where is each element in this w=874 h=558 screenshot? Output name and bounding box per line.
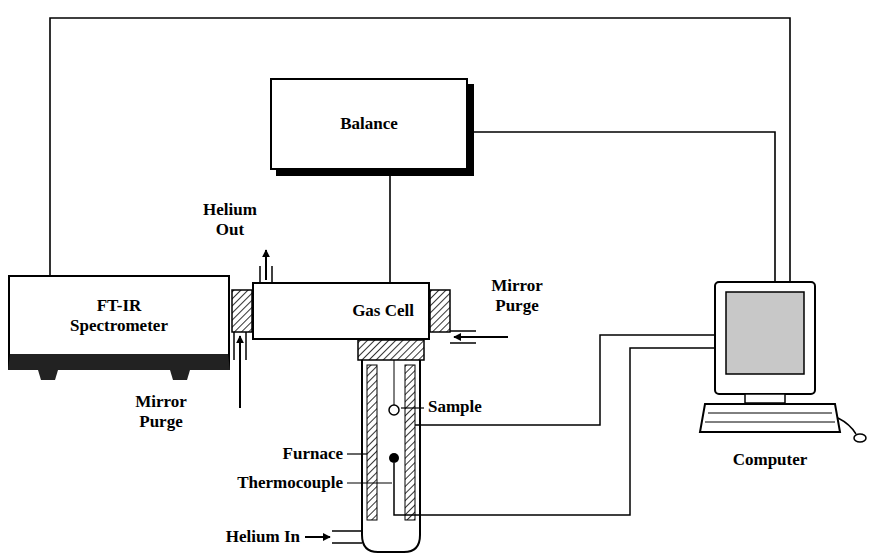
keyboard-keys	[708, 413, 832, 414]
spectrometer-foot	[38, 370, 58, 380]
signal-wire	[394, 348, 715, 515]
mouse-cable	[838, 418, 856, 434]
sample-tube	[362, 360, 420, 552]
purge-tube	[245, 332, 247, 360]
thermocouple-tip	[389, 453, 399, 463]
spectrometer-foot	[170, 370, 190, 380]
leader-line	[347, 482, 392, 483]
leader-line	[401, 407, 424, 408]
outlet-tube	[259, 266, 261, 282]
flow-label: Helium Out	[198, 200, 262, 239]
hang-wire	[394, 360, 395, 405]
purge-tube	[450, 342, 476, 344]
connector-line	[50, 18, 790, 282]
node-text: Balance	[340, 114, 398, 134]
spectrometer-box: FT-IR Spectrometer	[8, 275, 230, 370]
tube-flange	[358, 340, 424, 360]
part-label: Sample	[428, 397, 482, 417]
inlet-tube	[332, 530, 362, 532]
sample-pan	[389, 405, 399, 415]
inlet-tube	[332, 542, 362, 544]
monitor-screen	[726, 292, 804, 374]
connector-line	[389, 176, 391, 282]
part-label: Furnace	[283, 444, 343, 464]
node-text: FT-IR Spectrometer	[63, 296, 175, 335]
flow-label: Mirror Purge	[128, 392, 194, 431]
flow-arrow	[239, 336, 241, 408]
flow-arrow	[305, 536, 330, 538]
monitor-stand	[745, 394, 785, 403]
flow-arrow	[265, 250, 267, 280]
mouse	[854, 434, 866, 442]
flow-arrow	[454, 336, 508, 338]
furnace-wall	[405, 365, 415, 520]
computer: Computer	[700, 282, 840, 472]
outlet-tube	[271, 266, 273, 282]
balance-box: Balance	[270, 78, 468, 170]
flow-label: Mirror Purge	[484, 276, 550, 315]
node-text: Gas Cell	[352, 301, 414, 321]
keyboard-keys	[705, 422, 835, 423]
monitor	[715, 282, 815, 394]
leader-line	[347, 453, 367, 454]
keyboard	[700, 404, 840, 432]
cell-window	[430, 290, 450, 332]
gas-cell: Gas Cell	[252, 282, 430, 340]
purge-tube	[233, 332, 235, 360]
node-text: Computer	[733, 450, 808, 470]
flow-label: Helium In	[226, 527, 300, 547]
furnace-wall	[367, 365, 377, 520]
purge-tube	[450, 330, 476, 332]
part-label: Thermocouple	[237, 473, 343, 493]
cell-window	[232, 290, 252, 332]
connector-line	[474, 132, 775, 282]
